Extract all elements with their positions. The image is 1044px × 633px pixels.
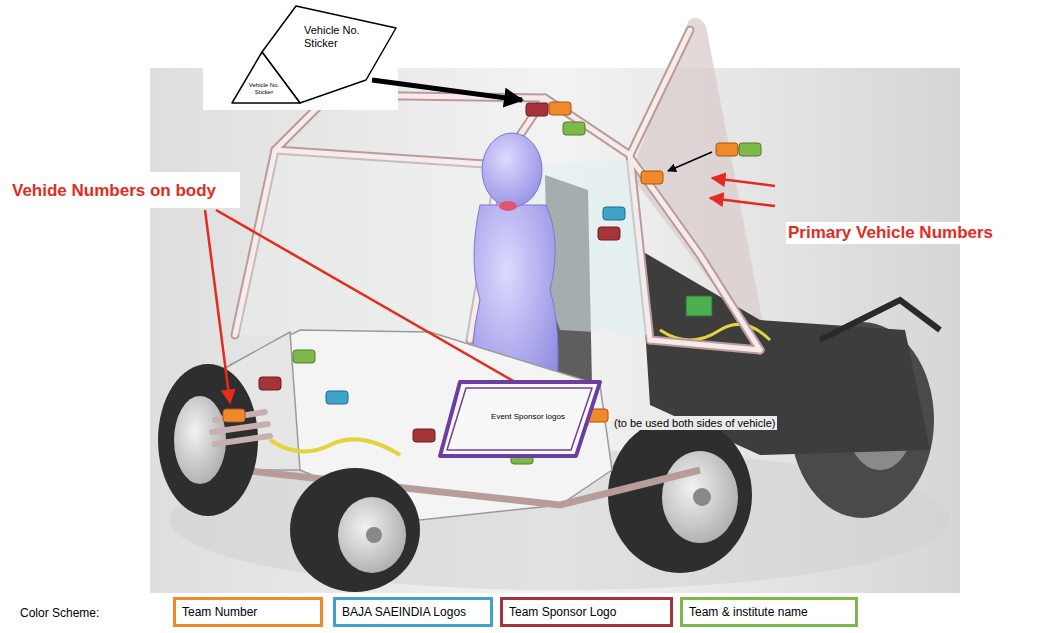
cage-tube xyxy=(650,340,760,350)
rear-arm xyxy=(820,300,940,340)
node-shape xyxy=(447,388,592,450)
sponsor-area: Event Sponsor logos xyxy=(438,378,603,460)
sponsor-sticker xyxy=(259,377,281,390)
leader-arrow xyxy=(712,178,775,186)
leader-arrow xyxy=(205,210,230,403)
legend-item: Team & institute name xyxy=(680,597,858,627)
legend-item: Team Sponsor Logo xyxy=(500,597,673,627)
steering-link xyxy=(270,439,400,455)
label-panel xyxy=(0,172,240,208)
note-label: (to be used both sides of vehicle) xyxy=(612,416,777,430)
callout-label: Vehide Numbers on body xyxy=(10,180,218,202)
render-ground xyxy=(150,68,960,593)
dummy-neck xyxy=(499,201,517,211)
node-shape xyxy=(232,52,300,103)
node-shape xyxy=(440,382,600,456)
legend-item: Team Number xyxy=(173,597,323,627)
name-sticker xyxy=(563,122,585,135)
cage-tube xyxy=(632,160,760,350)
number-sticker xyxy=(549,102,571,115)
name-sticker xyxy=(739,143,761,156)
sponsor-sticker xyxy=(526,103,548,116)
stickers xyxy=(223,102,761,464)
battery-box xyxy=(686,296,712,316)
cage-tube xyxy=(630,30,690,155)
leader-arrow xyxy=(710,198,775,206)
node-text: Event Sponsor logos xyxy=(468,412,588,422)
node-outline xyxy=(232,52,302,104)
sticker-side: Vehicle No. Sticker xyxy=(232,52,302,104)
wheel-rim xyxy=(174,396,226,484)
cage-tube xyxy=(632,160,760,350)
callout-label: Primary Vehicle Numbers xyxy=(786,222,995,244)
logo-sticker xyxy=(603,207,625,220)
legend-text: Team & institute name xyxy=(689,605,808,619)
number-sticker xyxy=(716,143,738,156)
bumper-tube xyxy=(212,424,268,432)
leader-arrow xyxy=(668,152,712,171)
node-text: Vehicle No. Sticker xyxy=(247,82,281,96)
wheel xyxy=(608,417,752,573)
leader-arrow xyxy=(372,80,522,100)
logo-sticker xyxy=(326,391,348,404)
name-sticker xyxy=(293,350,315,363)
legend-text: BAJA SAEINDIA Logos xyxy=(342,605,466,619)
wheel-rim xyxy=(338,497,406,573)
legend-title: Color Scheme: xyxy=(18,605,101,621)
number-sticker xyxy=(223,409,245,422)
sponsor-sticker xyxy=(413,429,435,442)
header-panel xyxy=(203,0,398,110)
legend-item: BAJA SAEINDIA Logos xyxy=(333,597,493,627)
cage-tube xyxy=(630,30,690,155)
wheel-hub xyxy=(693,488,711,506)
sponsor-sticker xyxy=(598,227,620,240)
legend-text: Team Number xyxy=(182,605,257,619)
legend-text: Team Sponsor Logo xyxy=(509,605,616,619)
wheel-hub xyxy=(366,527,382,543)
wheel-rim xyxy=(662,451,738,543)
dummy-head xyxy=(482,133,542,207)
node-text: Vehicle No. Sticker xyxy=(304,24,370,50)
wheel xyxy=(290,468,420,592)
bumper-tube xyxy=(215,436,270,444)
number-sticker xyxy=(641,171,663,184)
cage-tube xyxy=(650,340,760,350)
